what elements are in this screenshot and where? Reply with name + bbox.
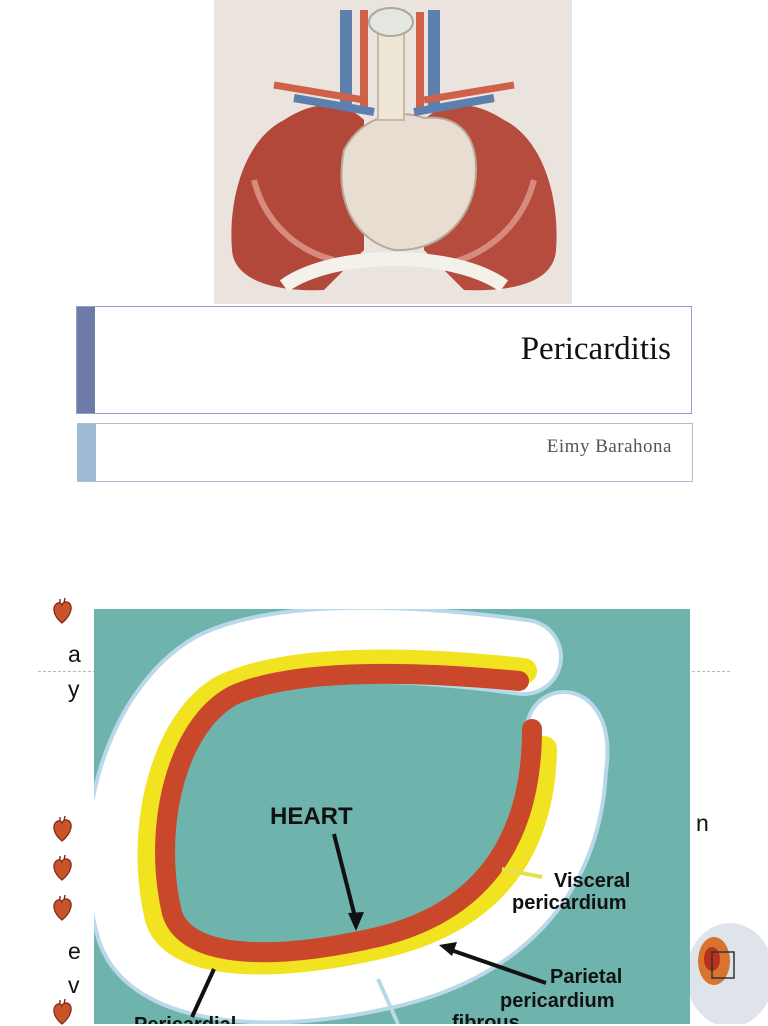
heart-lungs-illustration — [214, 0, 572, 304]
heart-thumbnail-illustration — [690, 915, 768, 1024]
visceral-label-line2: pericardium — [512, 892, 627, 914]
title-box: Pericarditis — [76, 306, 692, 414]
subtitle-accent-bar — [78, 424, 96, 481]
visceral-label-line1: Visceral — [554, 870, 631, 892]
pericardial-label: Pericardial — [134, 1015, 236, 1024]
subtitle-box: Eimy Barahona — [77, 423, 693, 482]
author-name: Eimy Barahona — [546, 436, 672, 457]
parietal-label-line2: pericardium — [500, 990, 615, 1012]
heart-bullet-icon — [53, 597, 72, 624]
parietal-label-line1: Parietal — [550, 966, 623, 988]
fibrous-label: fibrous — [452, 1012, 520, 1024]
title-accent-bar — [77, 307, 95, 413]
heart-bullet-icon — [53, 815, 72, 842]
bullet-text-fragment: a — [68, 641, 81, 667]
slide-title: Pericarditis — [520, 331, 671, 367]
pericardium-diagram: HEART Visceral pericardium Parietal peri… — [94, 609, 690, 1024]
bullet-text-fragment: e — [68, 938, 81, 964]
heart-bullet-icon — [53, 894, 72, 921]
bullet-text-fragment: n — [696, 810, 709, 836]
heart-bullet-icon — [53, 854, 72, 881]
bullet-text-fragment: y — [68, 676, 80, 702]
bullet-text-fragment: v — [68, 972, 80, 998]
heart-label: HEART — [270, 803, 353, 830]
heart-bullet-icon — [53, 998, 72, 1025]
